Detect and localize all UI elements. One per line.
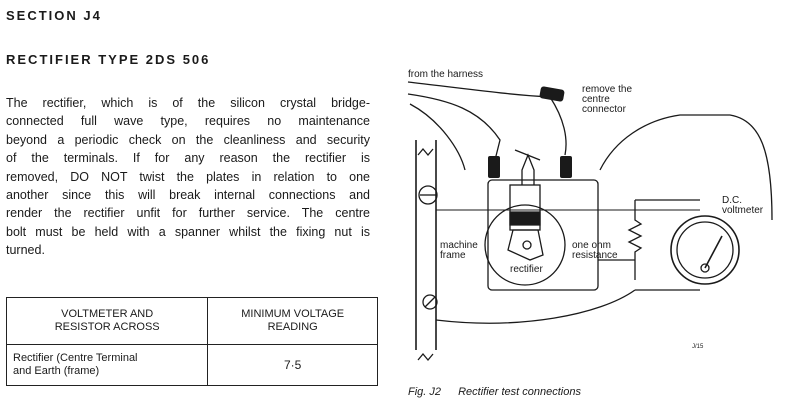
figure-reference: J/15 (692, 344, 704, 350)
label-from-harness: from the harness (408, 69, 483, 80)
earth-lead (435, 289, 636, 324)
label-machine-frame: frame (440, 250, 466, 261)
terminal-plug (560, 156, 572, 178)
label-machine-frame: machine (440, 240, 478, 251)
label-remove-connector: centre (582, 94, 610, 105)
harness-lead (409, 103, 466, 171)
paragraph-line: turned. (6, 243, 45, 258)
figure-caption: Fig. J2 Rectifier test connections (408, 386, 581, 398)
voltage-table: VOLTMETER AND RESISTOR ACROSS MINIMUM VO… (5, 297, 378, 386)
table-row: Rectifier (Centre Terminal and Earth (fr… (5, 344, 378, 386)
page-title: RECTIFIER TYPE 2DS 506 (6, 52, 211, 67)
frame-break (417, 147, 434, 362)
rectifier-test-diagram: from the harness remove the centre conne… (407, 69, 773, 362)
column-header-minimum-voltage: MINIMUM VOLTAGE READING (207, 297, 378, 345)
rectifier-bolt-arm (507, 229, 544, 261)
label-rectifier: rectifier (510, 264, 543, 275)
terminal-plug (488, 156, 500, 178)
section-heading: SECTION J4 (6, 8, 102, 23)
voltmeter-needle (704, 235, 723, 269)
resistance-coil (627, 200, 643, 280)
label-one-ohm-resistance: resistance (572, 250, 618, 261)
centre-bolt (522, 240, 532, 250)
harness-lead (407, 81, 551, 98)
label-dc-voltmeter: voltmeter (722, 205, 764, 216)
label-remove-connector: connector (582, 104, 627, 115)
voltmeter-lead (599, 114, 773, 221)
label-remove-connector: remove the (582, 84, 632, 95)
figure-number: Fig. J2 (408, 386, 442, 398)
paragraph-line: another since this will break internal c… (6, 188, 370, 203)
frame-bolt (422, 294, 438, 310)
paragraph-line: The rectifier, which is of the silicon c… (6, 96, 370, 110)
figure-caption-text: Rectifier test connections (458, 386, 581, 398)
rectifier-plate (484, 204, 566, 286)
table-cell-value: 7·5 (207, 344, 378, 386)
frame-bolt (418, 185, 438, 205)
centre-connector-plug (539, 86, 565, 102)
body-paragraph: The rectifier, which is of the silicon c… (6, 94, 370, 260)
table-header-row: VOLTMETER AND RESISTOR ACROSS MINIMUM VO… (5, 297, 378, 345)
paragraph-line: connected full wave type, requires no ma… (6, 114, 370, 129)
column-header-voltmeter: VOLTMETER AND RESISTOR ACROSS (5, 297, 209, 345)
table-cell-label: Rectifier (Centre Terminal and Earth (fr… (5, 344, 209, 386)
harness-lead (549, 96, 567, 156)
voltmeter-dial (670, 215, 740, 285)
rectifier-body (487, 179, 599, 291)
paragraph-line: removed, DO NOT twist the plates in rela… (6, 169, 370, 184)
harness-lead (407, 93, 501, 161)
paragraph-line: bolt must be held with a spanner whilst … (6, 224, 370, 239)
paragraph-line: beyond a periodic check on the cleanline… (6, 132, 370, 147)
label-dc-voltmeter: D.C. (722, 195, 742, 206)
paragraph-line: render the rectifier unfit for further s… (6, 206, 370, 221)
paragraph-line: of the terminals. If for any reason the … (6, 151, 370, 166)
label-one-ohm-resistance: one ohm (572, 240, 611, 251)
